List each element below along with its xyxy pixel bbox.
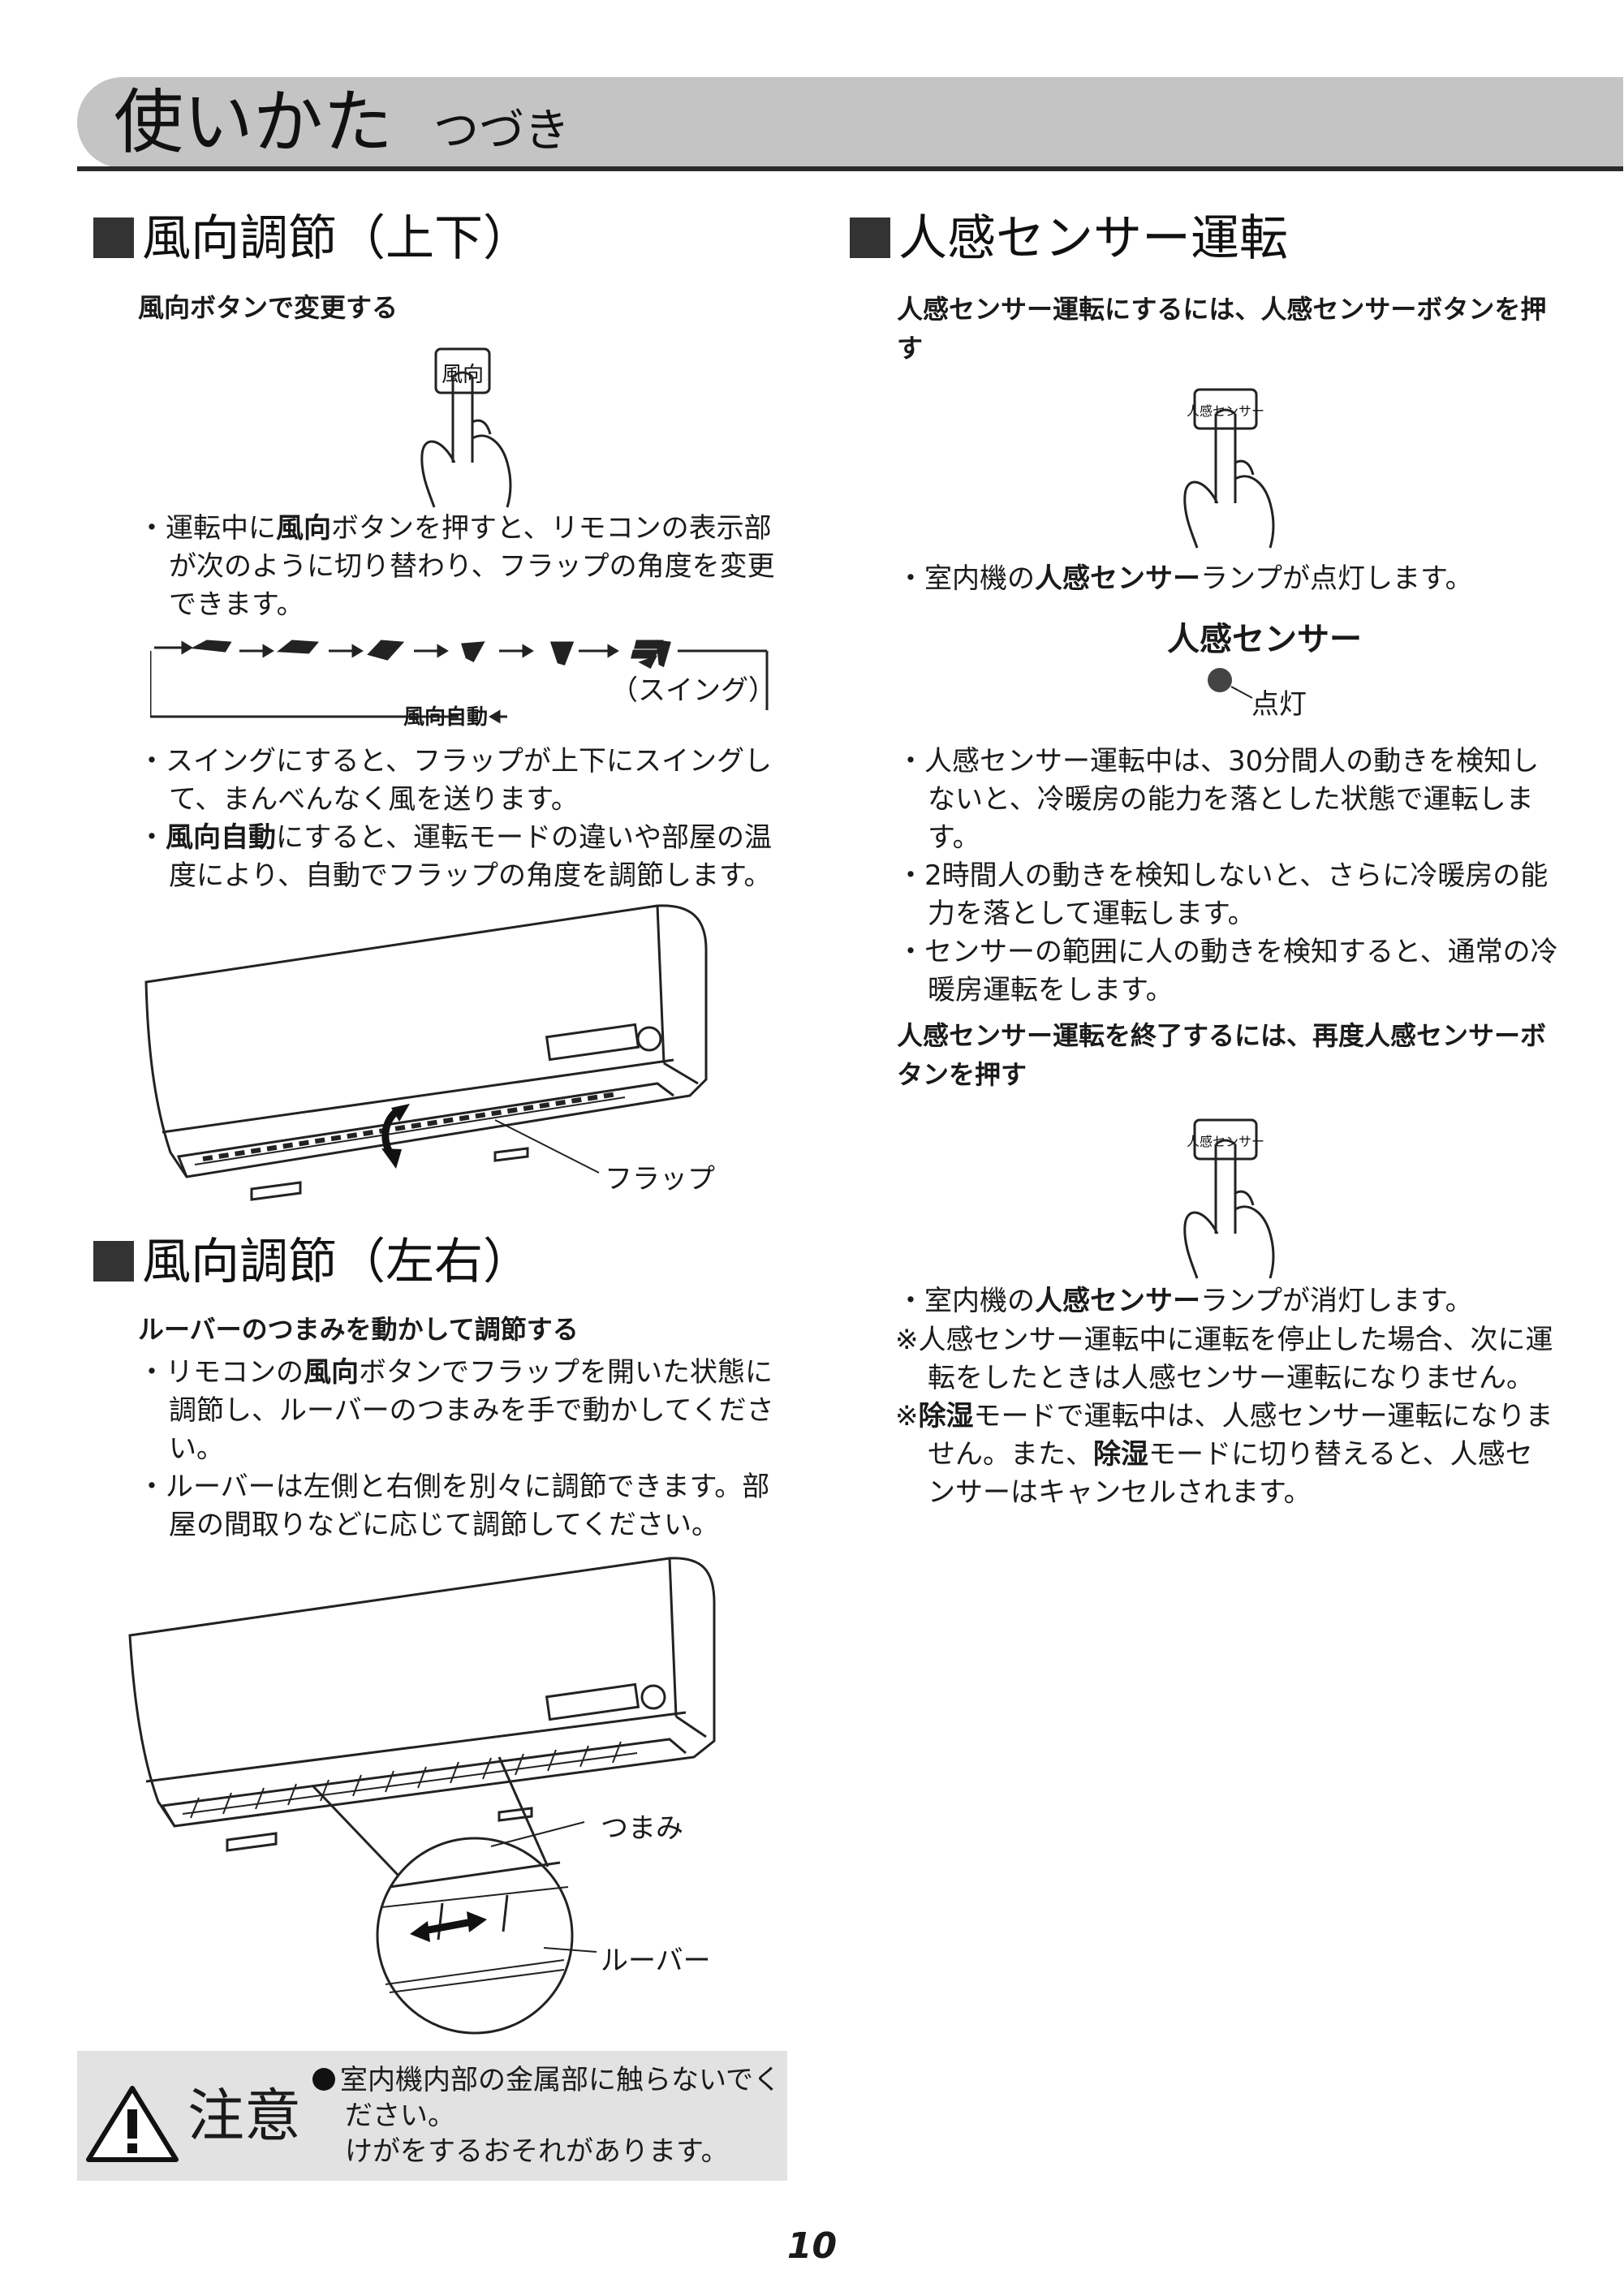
sensor-bullets-1: ・室内機の人感センサーランプが点灯します。 bbox=[897, 560, 1558, 598]
vertical-bullets-1: ・運転中に風向ボタンを押すと、リモコンの表示部が次のように切り替わり、フラップの… bbox=[138, 510, 795, 624]
lead-horizontal: ルーバーのつまみを動かして調節する bbox=[138, 1314, 579, 1345]
warning-triangle-icon bbox=[86, 2086, 179, 2162]
note-item: ※人感センサー運転中に運転を停止した場合、次に運転をしたときは人感センサー運転に… bbox=[895, 1324, 1553, 1394]
swing-label: （スイング） bbox=[610, 674, 776, 707]
sensor-lamp-title: 人感センサー bbox=[1167, 621, 1362, 658]
square-bullet-icon bbox=[850, 218, 890, 258]
horizontal-bullets: ・リモコンの風向ボタンでフラップを開いた状態に調節し、ルーバーのつまみを手で動か… bbox=[138, 1354, 795, 1544]
bullet-dot-icon bbox=[312, 2068, 335, 2091]
bullet-item: ・センサーの範囲に人の動きを検知すると、通常の冷暖房運転をします。 bbox=[897, 936, 1558, 1006]
sensor-lead-start: 人感センサー運転にするには、人感センサーボタンを押す bbox=[897, 294, 1547, 364]
indoor-unit-louver-illustration bbox=[128, 1557, 716, 2035]
sensor-lamp-lit-icon bbox=[1208, 668, 1253, 699]
bullet-item: ・運転中に風向ボタンを押すと、リモコンの表示部が次のように切り替わり、フラップの… bbox=[138, 512, 775, 621]
bullet-item: ・室内機の人感センサーランプが点灯します。 bbox=[897, 562, 1473, 595]
lead-vertical: 風向ボタンで変更する bbox=[138, 292, 398, 323]
sensor-button-press-icon: 人感センサー bbox=[1183, 388, 1275, 549]
sensor-bullets-2: ・人感センサー運転中は、30分間人の動きを検知しないと、冷暖房の能力を落とした状… bbox=[897, 743, 1558, 1010]
auto-label: 風向自動 bbox=[403, 705, 489, 730]
header-band bbox=[77, 77, 1623, 168]
flap-label: フラップ bbox=[605, 1163, 715, 1195]
sensor-button-press-icon-2: 人感センサー bbox=[1183, 1118, 1275, 1279]
flap-pos-1-icon bbox=[190, 640, 232, 653]
page-number: 10 bbox=[786, 2225, 838, 2267]
flap-pos-2-icon bbox=[277, 640, 320, 654]
vertical-bullets-2: ・スイングにすると、フラップが上下にスイングして、まんべんなく風を送ります。 ・… bbox=[138, 743, 795, 895]
flap-pos-5-icon bbox=[549, 641, 575, 666]
caution-text: 室内機内部の金属部に触らないでください。 けがをするおそれがあります。 bbox=[312, 2062, 787, 2169]
square-bullet-icon bbox=[93, 218, 134, 258]
flap-pos-3-icon bbox=[367, 640, 405, 661]
wind-direction-button-press-icon: 風向 bbox=[420, 347, 512, 508]
sensor-lead-stop: 人感センサー運転を終了するには、再度人感センサーボタンを押す bbox=[897, 1020, 1547, 1090]
section-title-vertical: 風向調節（上下） bbox=[93, 206, 532, 271]
section-title-horizontal: 風向調節（左右） bbox=[93, 1230, 532, 1294]
lamp-lit-label: 点灯 bbox=[1251, 688, 1307, 721]
header-rule bbox=[77, 166, 1623, 171]
square-bullet-icon bbox=[93, 1241, 134, 1282]
page-title-text: 使いかた bbox=[114, 82, 393, 163]
sensor-bullets-3: ・室内機の人感センサーランプが消灯します。 bbox=[897, 1282, 1558, 1320]
bullet-item: ・室内機の人感センサーランプが消灯します。 bbox=[897, 1285, 1473, 1317]
flap-pos-4-icon bbox=[461, 641, 485, 662]
indoor-unit-flap-illustration bbox=[144, 904, 708, 1201]
bullet-item: ・リモコンの風向ボタンでフラップを開いた状態に調節し、ルーバーのつまみを手で動か… bbox=[138, 1356, 774, 1465]
bullet-item: ・2時間人の動きを検知しないと、さらに冷暖房の能力を落として運転します。 bbox=[897, 859, 1549, 930]
bullet-item: ・人感センサー運転中は、30分間人の動きを検知しないと、冷暖房の能力を落とした状… bbox=[897, 745, 1540, 854]
section-title-sensor: 人感センサー運転 bbox=[850, 206, 1288, 271]
page-title: 使いかたつづき bbox=[114, 77, 570, 168]
louver-label: ルーバー bbox=[601, 1945, 711, 1977]
page-subtitle: つづき bbox=[433, 105, 570, 157]
flap-swing-icon bbox=[631, 640, 671, 670]
caution-word: 注意 bbox=[187, 2083, 301, 2149]
bullet-item: ・風向自動にすると、運転モードの違いや部屋の温度により、自動でフラップの角度を調… bbox=[138, 821, 772, 892]
sensor-notes: ※人感センサー運転中に運転を停止した場合、次に運転をしたときは人感センサー運転に… bbox=[895, 1321, 1558, 1512]
bullet-item: ・スイングにすると、フラップが上下にスイングして、まんべんなく風を送ります。 bbox=[138, 745, 772, 816]
knob-label: つまみ bbox=[601, 1812, 683, 1845]
bullet-item: ・ルーバーは左側と右側を別々に調節できます。部屋の間取りなどに応じて調節してくだ… bbox=[138, 1471, 770, 1541]
flap-sequence-diagram bbox=[150, 640, 769, 724]
caution-box: 注意 室内機内部の金属部に触らないでください。 けがをするおそれがあります。 bbox=[77, 2051, 787, 2181]
button-label: 風向 bbox=[442, 363, 484, 387]
note-item: ※除湿モードで運転中は、人感センサー運転になりません。また、除湿モードに切り替え… bbox=[895, 1400, 1553, 1509]
